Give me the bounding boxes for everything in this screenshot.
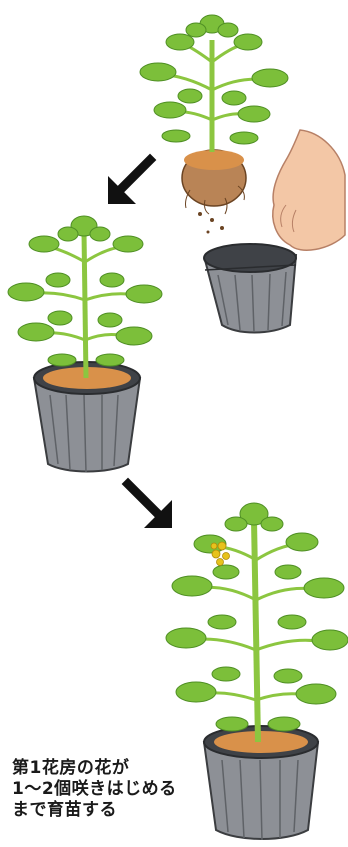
potted-seedling [8, 216, 162, 472]
flower-cluster [211, 542, 230, 566]
caption-line-1: 第1花房の花が [12, 758, 212, 779]
caption-line-3: まで育苗する [12, 800, 212, 821]
seedling-icon [140, 15, 288, 234]
arrow-down-right-icon [128, 484, 172, 528]
arrow-down-left-icon [108, 160, 150, 204]
caption: 第1花房の花が 1〜2個咲きはじめる まで育苗する [12, 758, 212, 821]
pot-icon [204, 244, 296, 333]
caption-line-2: 1〜2個咲きはじめる [12, 779, 212, 800]
hand-icon [273, 130, 345, 250]
